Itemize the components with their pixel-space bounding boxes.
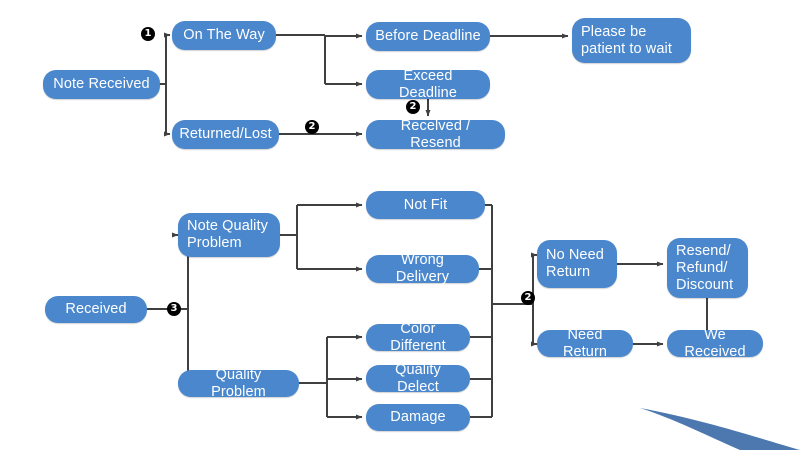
step-marker-2-return-branch: 2 — [521, 291, 535, 305]
step-marker-2-exceed-deadline: 2 — [406, 100, 420, 114]
node-note-quality-problem[interactable]: Note Quality Problem — [178, 213, 280, 257]
node-received[interactable]: Received — [45, 296, 147, 323]
node-no-need-return[interactable]: No Need Return — [537, 240, 617, 288]
node-color-different[interactable]: Color Different — [366, 321, 470, 354]
node-resend-refund-discount[interactable]: Resend/ Refund/ Discount — [667, 238, 748, 298]
node-on-the-way[interactable]: On The Way — [172, 21, 276, 50]
node-wrong-delivery[interactable]: Wrong Delivery — [366, 252, 479, 285]
node-returned-lost[interactable]: Returned/Lost — [172, 120, 279, 149]
node-quality-problem[interactable]: Quality Problem — [178, 367, 299, 400]
node-exceed-deadline[interactable]: Exceed Deadline — [366, 68, 490, 101]
step-marker-2-returned-lost: 2 — [305, 120, 319, 134]
node-we-received[interactable]: We Received — [667, 327, 763, 360]
node-received-resend[interactable]: Recelved / Resend — [366, 118, 505, 151]
step-marker-3-received: 3 — [167, 302, 181, 316]
node-before-deadline[interactable]: Before Deadline — [366, 22, 490, 51]
node-need-return[interactable]: Need Return — [537, 327, 633, 360]
node-not-fit[interactable]: Not Fit — [366, 191, 485, 219]
node-please-be-patient[interactable]: Please be patient to wait — [572, 18, 691, 63]
node-damage[interactable]: Damage — [366, 404, 470, 431]
step-marker-1: 1 — [141, 27, 155, 41]
node-note-received[interactable]: Note Received — [43, 70, 160, 99]
node-quality-defect[interactable]: Quality Delect — [366, 362, 470, 395]
